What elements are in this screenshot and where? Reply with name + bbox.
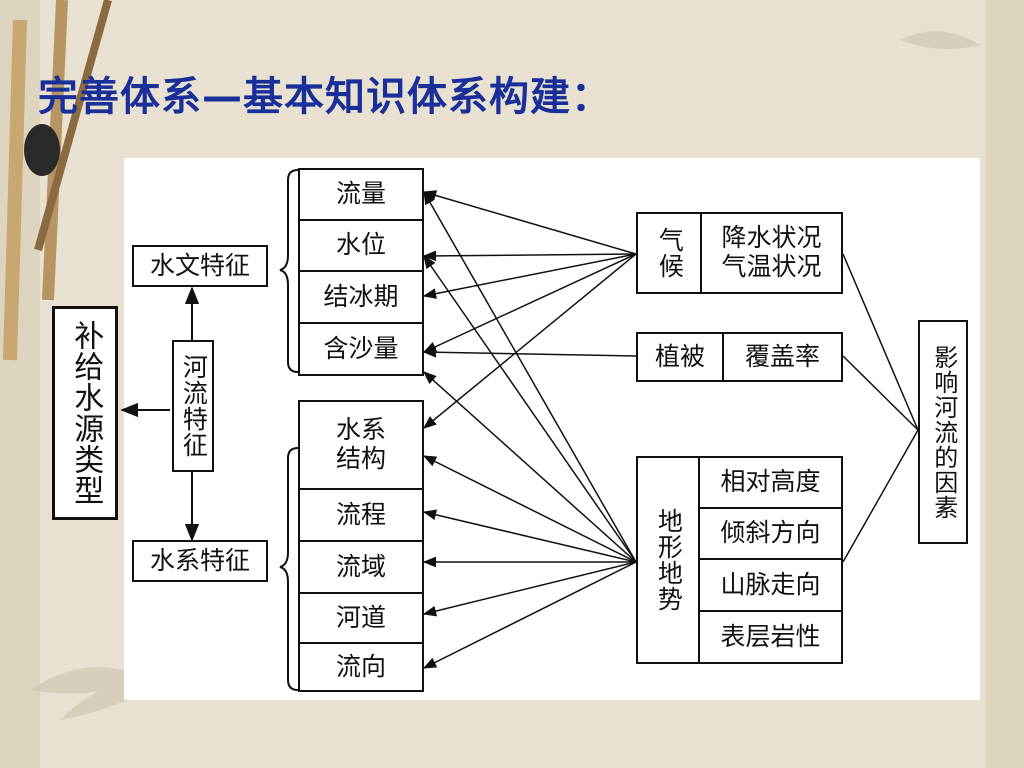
vegetation-label: 植被 bbox=[638, 334, 724, 380]
hydro-item: 含沙量 bbox=[323, 333, 399, 363]
climate-label: 气候 bbox=[638, 214, 702, 292]
system-features-box: 水系特征 bbox=[132, 540, 268, 582]
system-item: 流域 bbox=[300, 542, 422, 594]
hydro-item: 流量 bbox=[300, 170, 422, 221]
hydro-brace bbox=[279, 169, 299, 373]
hydro-item: 结冰期 bbox=[300, 272, 422, 324]
terrain-box: 地形地势 相对高度 倾斜方向 山脉走向 表层岩性 bbox=[636, 456, 843, 664]
system-item: 流向 bbox=[335, 651, 386, 681]
terrain-item: 山脉走向 bbox=[700, 560, 841, 612]
river-features-box: 河流特征 bbox=[172, 340, 214, 472]
hydro-item: 水位 bbox=[300, 221, 422, 272]
climate-detail: 降水状况 气温状况 bbox=[721, 223, 822, 281]
system-item: 水系 结构 bbox=[300, 402, 422, 490]
brush-decoration bbox=[3, 0, 112, 361]
vegetation-box: 植被 覆盖率 bbox=[636, 332, 843, 382]
supply-type-box: 补给水源类型 bbox=[52, 306, 118, 520]
climate-box: 气候 降水状况 气温状况 bbox=[636, 212, 843, 294]
system-item: 流程 bbox=[300, 490, 422, 542]
system-items-column: 水系 结构 流程 流域 河道 流向 bbox=[298, 400, 424, 692]
factors-box: 影响河流的因素 bbox=[918, 320, 968, 544]
hydro-features-box: 水文特征 bbox=[132, 245, 268, 287]
system-item: 河道 bbox=[300, 594, 422, 644]
terrain-item: 相对高度 bbox=[700, 458, 841, 509]
hydro-items-column: 流量 水位 结冰期 含沙量 bbox=[298, 168, 424, 376]
vegetation-detail: 覆盖率 bbox=[744, 341, 820, 371]
system-brace bbox=[279, 447, 299, 691]
page-title: 完善体系—基本知识体系构建： bbox=[38, 74, 612, 120]
terrain-item: 表层岩性 bbox=[720, 621, 821, 651]
terrain-label: 地形地势 bbox=[638, 458, 700, 662]
terrain-item: 倾斜方向 bbox=[700, 509, 841, 560]
